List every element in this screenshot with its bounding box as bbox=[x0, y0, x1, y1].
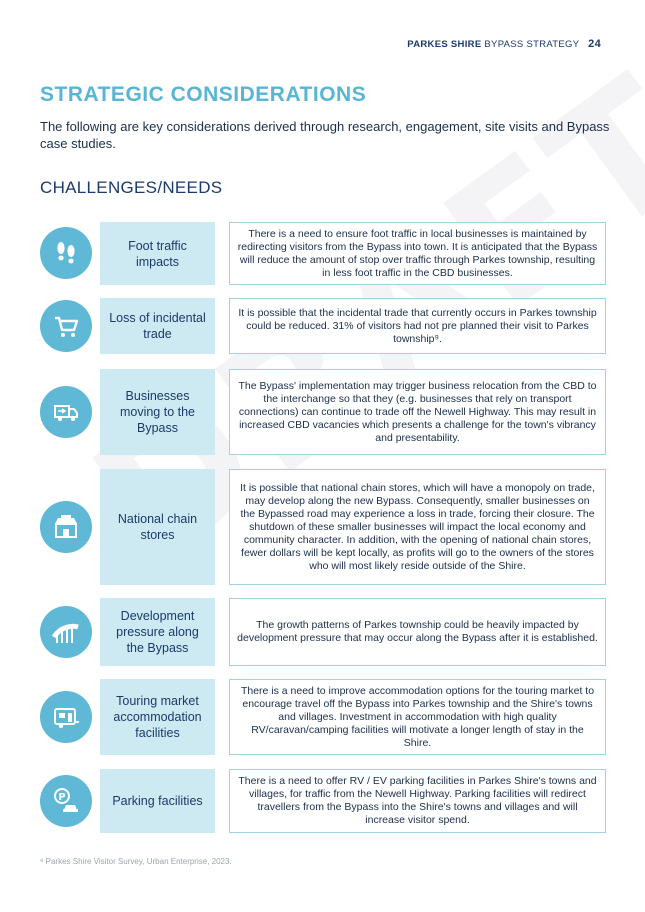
consideration-row-national-chains: National chain stores It is possible tha… bbox=[40, 469, 606, 585]
svg-text:P: P bbox=[58, 792, 65, 803]
caravan-icon bbox=[40, 691, 92, 743]
consideration-label: National chain stores bbox=[100, 469, 215, 585]
consideration-label: Touring market accommodation facilities bbox=[100, 679, 215, 755]
consideration-text: It is possible that national chain store… bbox=[229, 469, 606, 585]
consideration-row-parking: P Parking facilities There is a need to … bbox=[40, 769, 606, 833]
consideration-label: Parking facilities bbox=[100, 769, 215, 833]
consideration-label: Loss of incidental trade bbox=[100, 298, 215, 354]
consideration-text: There is a need to offer RV / EV parking… bbox=[229, 769, 606, 833]
consideration-text: There is a need to ensure foot traffic i… bbox=[229, 222, 606, 285]
consideration-text: There is a need to improve accommodation… bbox=[229, 679, 606, 755]
header-org: PARKES SHIRE bbox=[407, 39, 482, 50]
consideration-row-accommodation: Touring market accommodation facilities … bbox=[40, 679, 606, 755]
footnote: ⁹ Parkes Shire Visitor Survey, Urban Ent… bbox=[40, 857, 232, 866]
storefront-icon bbox=[40, 501, 92, 553]
consideration-row-incidental-trade: Loss of incidental trade It is possible … bbox=[40, 298, 606, 354]
consideration-text: The Bypass' implementation may trigger b… bbox=[229, 369, 606, 455]
delivery-truck-icon bbox=[40, 386, 92, 438]
consideration-label: Foot traffic impacts bbox=[100, 222, 215, 285]
consideration-text: It is possible that the incidental trade… bbox=[229, 298, 606, 354]
footprints-icon bbox=[40, 227, 92, 279]
page-header: PARKES SHIRE BYPASS STRATEGY 24 bbox=[407, 38, 601, 50]
consideration-text: The growth patterns of Parkes township c… bbox=[229, 598, 606, 666]
consideration-label: Development pressure along the Bypass bbox=[100, 598, 215, 666]
section-heading: CHALLENGES/NEEDS bbox=[40, 178, 223, 197]
consideration-row-business-relocation: Businesses moving to the Bypass The Bypa… bbox=[40, 369, 606, 455]
page-title: STRATEGIC CONSIDERATIONS bbox=[40, 83, 367, 106]
consideration-row-foot-traffic: Foot traffic impacts There is a need to … bbox=[40, 222, 606, 285]
consideration-row-development-pressure: Development pressure along the Bypass Th… bbox=[40, 598, 606, 666]
consideration-label: Businesses moving to the Bypass bbox=[100, 369, 215, 455]
highway-icon bbox=[40, 606, 92, 658]
page-number: 24 bbox=[588, 38, 601, 50]
intro-paragraph: The following are key considerations der… bbox=[40, 119, 610, 151]
parking-icon: P bbox=[40, 775, 92, 827]
shopping-cart-icon bbox=[40, 300, 92, 352]
header-doc-title: BYPASS STRATEGY bbox=[484, 39, 580, 50]
